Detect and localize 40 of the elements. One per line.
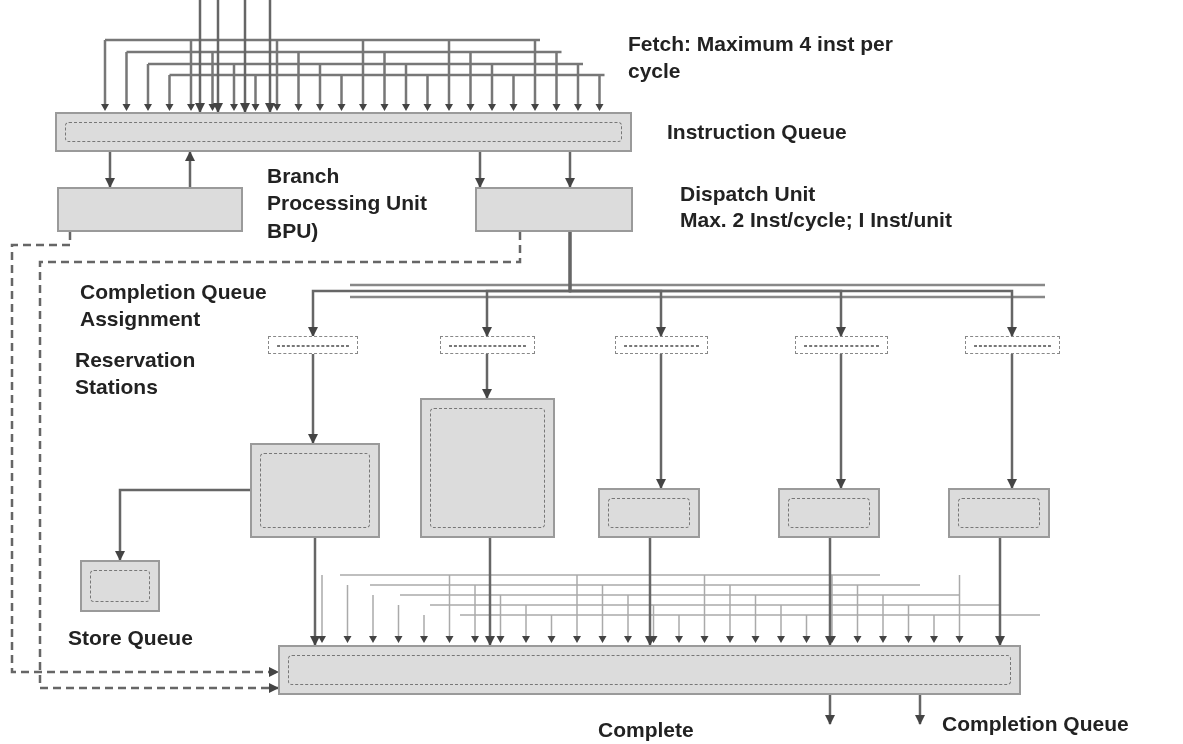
stage-label: Completion Queue	[942, 711, 1130, 737]
execution-unit-box	[420, 398, 555, 538]
reservation-station-box	[795, 336, 888, 354]
stage-label: Reservation Stations	[75, 347, 197, 401]
reservation-station-box	[965, 336, 1060, 354]
arrow	[115, 488, 250, 561]
arrow	[1007, 354, 1017, 489]
arrow	[310, 538, 320, 646]
arrow	[308, 354, 318, 444]
arrow	[38, 232, 522, 693]
arrow	[240, 0, 250, 113]
arrow	[195, 0, 205, 113]
arrow	[475, 152, 485, 188]
arrow	[915, 695, 925, 725]
arrow	[10, 232, 279, 677]
execution-unit-box	[948, 488, 1050, 538]
arrow	[656, 354, 666, 489]
arrow	[485, 538, 495, 646]
execution-unit-box	[598, 488, 700, 538]
arrow	[105, 152, 115, 188]
reservation-station-box	[268, 336, 358, 354]
arrow	[825, 695, 835, 725]
arrow	[185, 151, 195, 187]
arrow	[825, 538, 835, 646]
arrow	[565, 152, 575, 188]
arrow	[265, 0, 275, 113]
execution-unit-box	[778, 488, 880, 538]
arrow	[568, 232, 1017, 337]
reservation-station-box	[440, 336, 535, 354]
fetch-note: Fetch: Maximum 4 inst per cycle	[628, 31, 894, 85]
arrow	[836, 354, 846, 489]
reservation-station-box	[615, 336, 708, 354]
execution-unit-box	[250, 443, 380, 538]
arrow	[213, 0, 223, 113]
arrow	[645, 538, 655, 646]
queue-box	[278, 645, 1021, 695]
arrow	[995, 538, 1005, 646]
stage-label: Complete	[598, 717, 695, 743]
stage-label: Completion Queue Assignment	[80, 279, 268, 333]
arrow	[482, 354, 492, 399]
